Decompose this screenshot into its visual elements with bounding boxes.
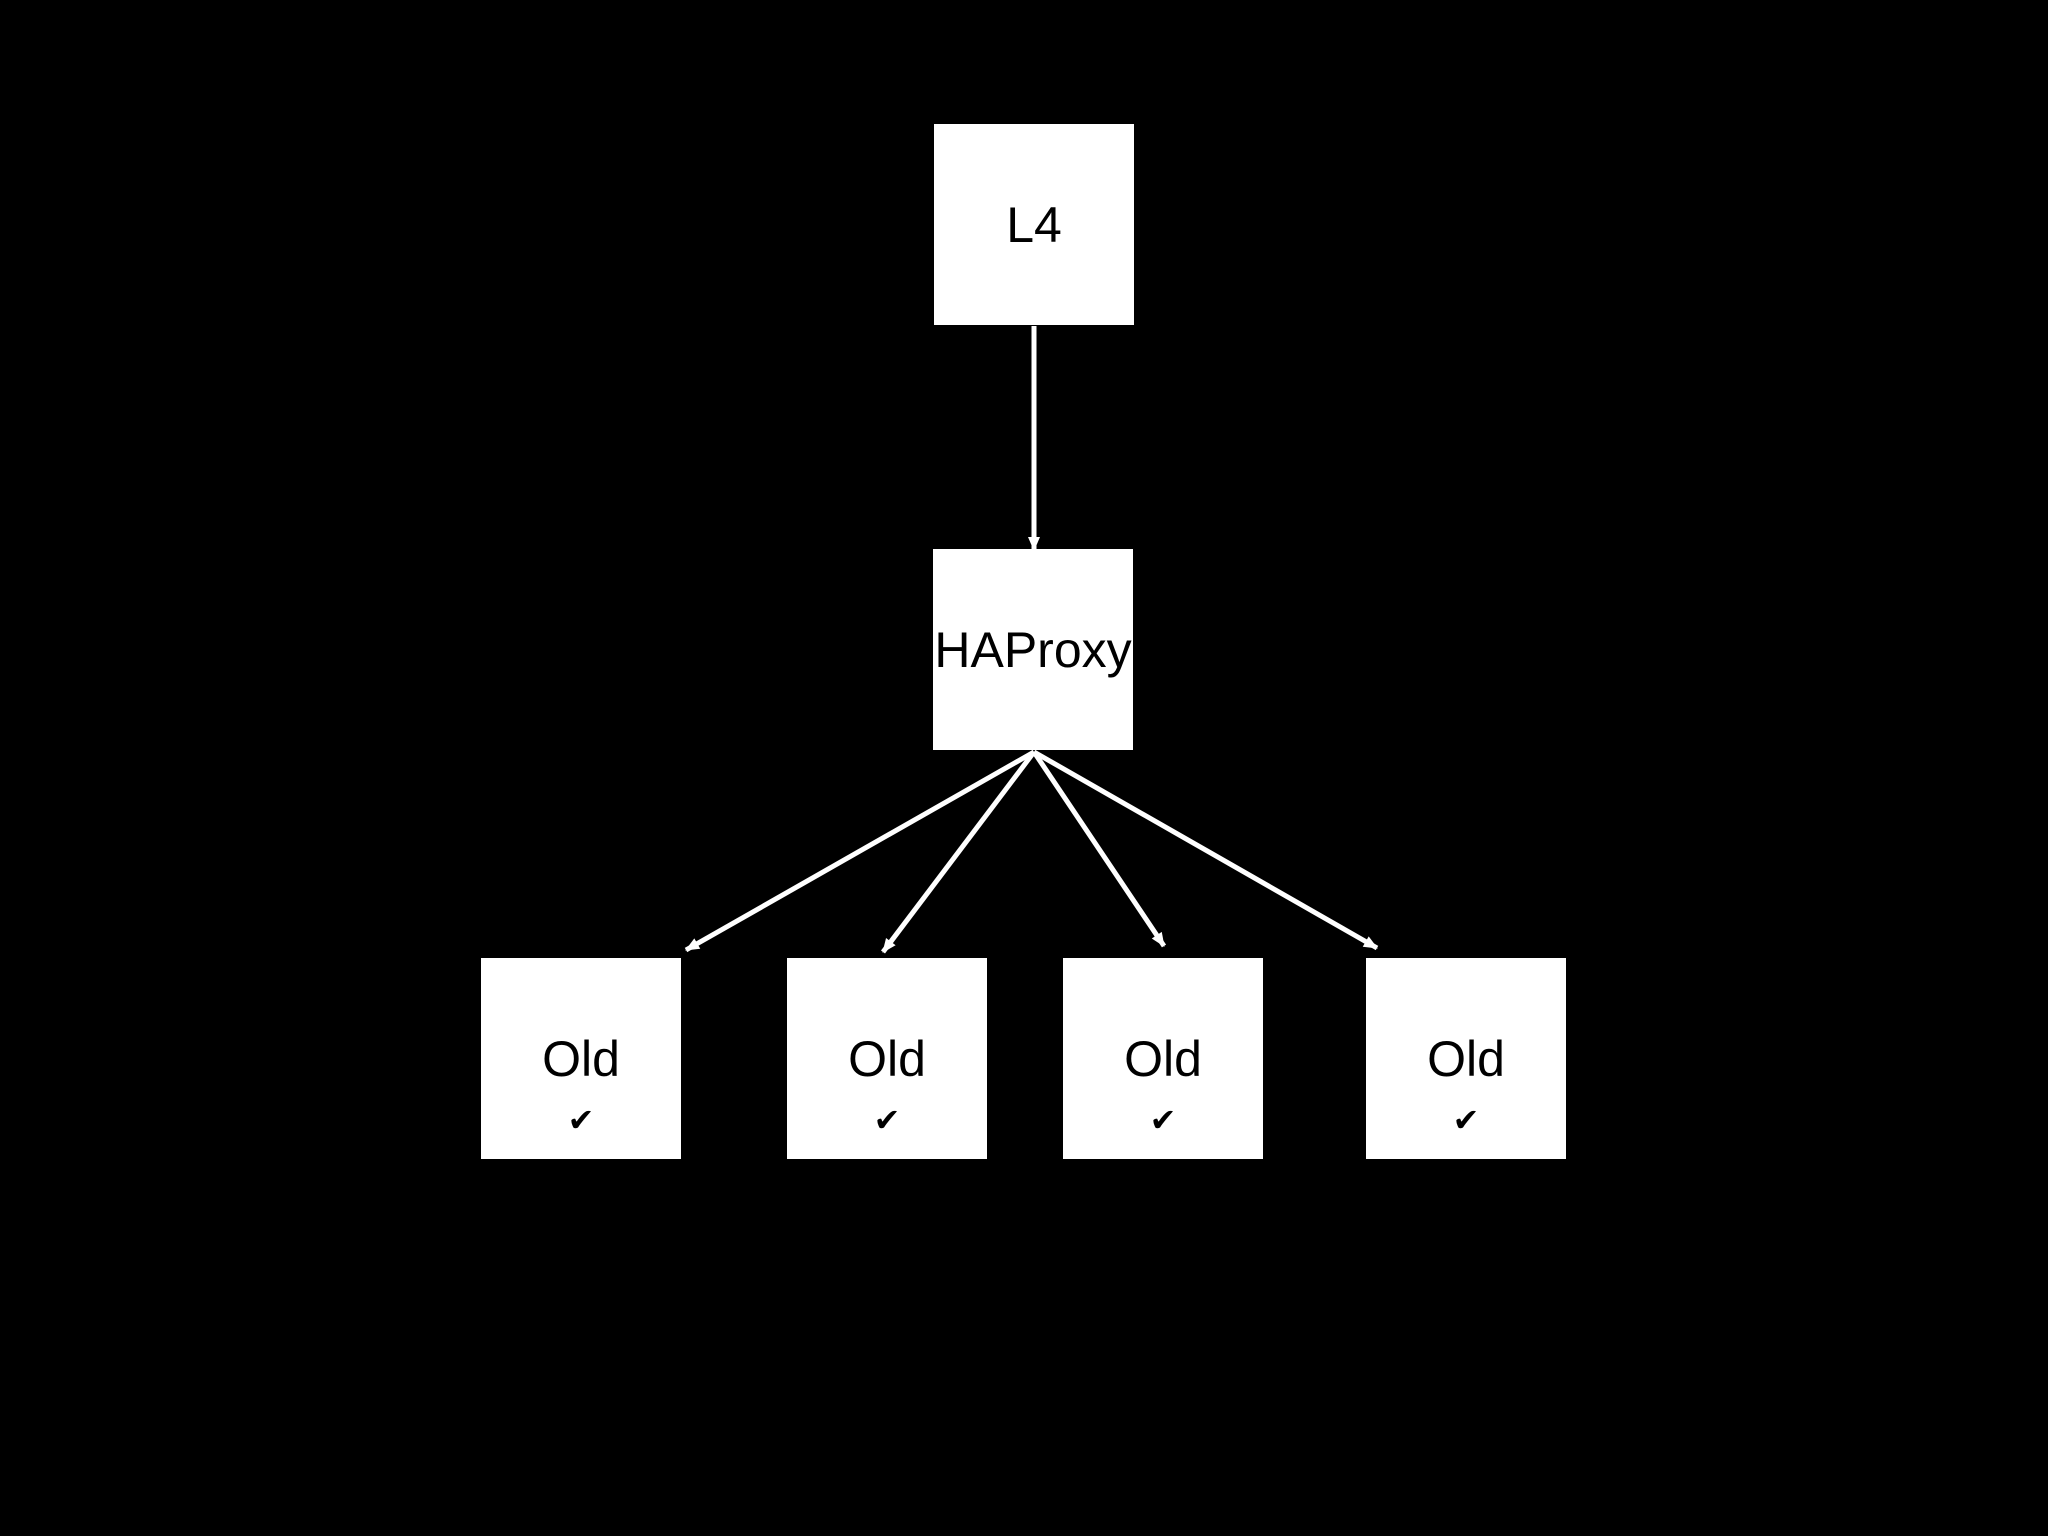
- check-icon: ✔: [873, 1102, 901, 1138]
- check-icon: ✔: [1149, 1102, 1177, 1138]
- edge-haproxy-to-old-4: [1032, 749, 1379, 951]
- node-l4: L4: [934, 124, 1134, 325]
- check-icon: ✔: [1452, 1102, 1480, 1138]
- node-old-server-label: Old: [542, 1030, 620, 1087]
- edge-haproxy-to-old-1: [684, 749, 1036, 953]
- node-old-server-3: Old ✔: [1063, 958, 1263, 1159]
- edge-haproxy-to-old-3: [1031, 750, 1167, 948]
- node-old-server-label: Old: [1427, 1030, 1505, 1087]
- node-haproxy-label: HAProxy: [934, 621, 1132, 678]
- node-l4-label: L4: [1006, 196, 1062, 253]
- node-old-server-2: Old ✔: [787, 958, 987, 1159]
- node-old-server-label: Old: [1124, 1030, 1202, 1087]
- node-haproxy: HAProxy: [933, 549, 1133, 750]
- node-old-server-4: Old ✔: [1366, 958, 1566, 1159]
- node-old-server-label: Old: [848, 1030, 926, 1087]
- node-old-server-1: Old ✔: [481, 958, 681, 1159]
- edge-haproxy-to-old-2: [881, 750, 1036, 954]
- check-icon: ✔: [567, 1102, 595, 1138]
